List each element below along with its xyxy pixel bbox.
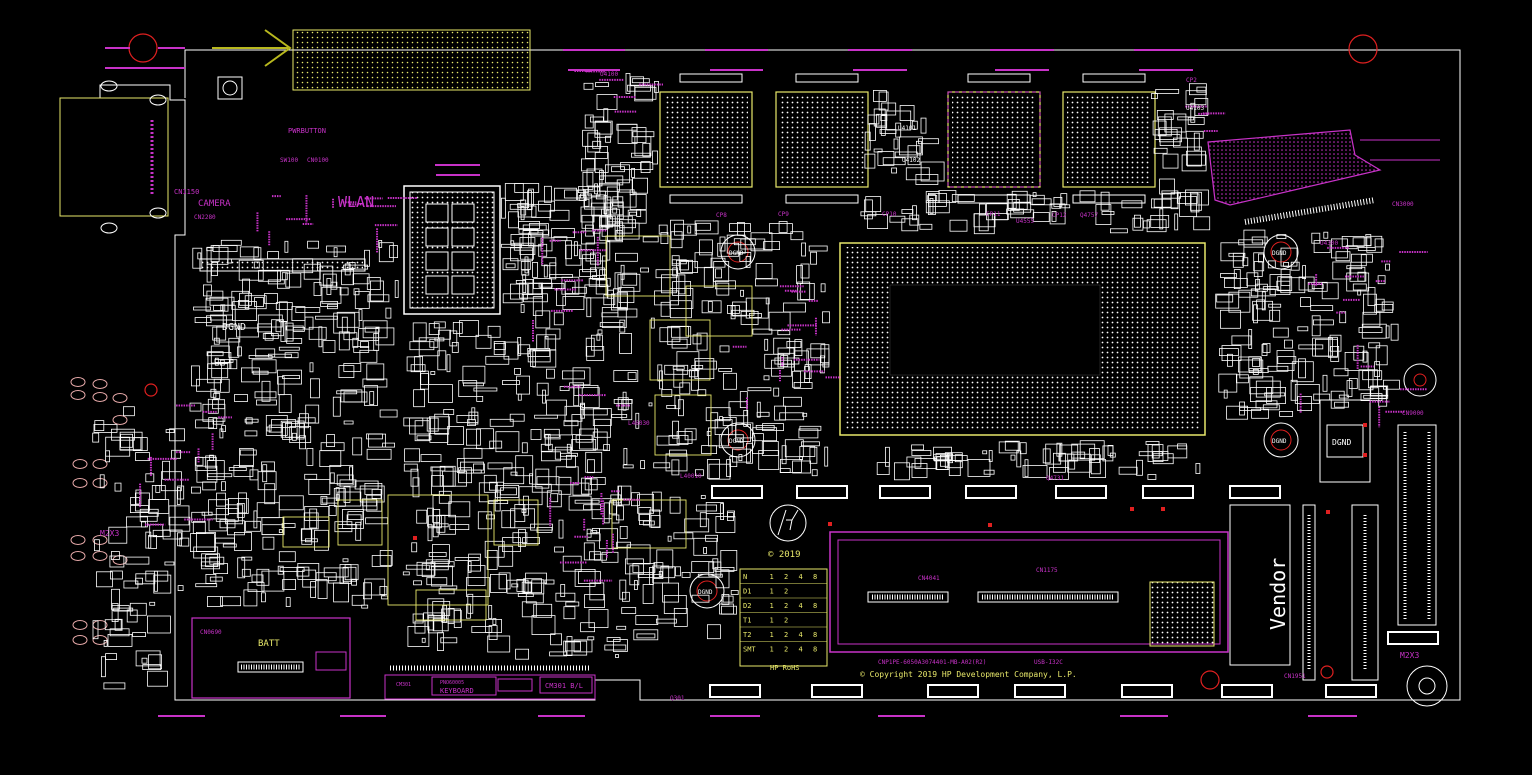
svg-text:DGND: DGND	[1272, 438, 1287, 445]
grid-cell: 1	[770, 646, 774, 654]
grid-cell: T1	[743, 617, 751, 625]
grid-cell: 2	[784, 617, 788, 625]
copyright-year: © 2019	[768, 550, 801, 560]
l46030-label: L46030	[628, 420, 650, 427]
left-connector	[59, 97, 169, 217]
grid-cell: 8	[813, 631, 817, 639]
grid-cell: 2	[784, 573, 788, 581]
u4555-label: U4555	[1016, 218, 1034, 225]
grid-cell: 2	[784, 631, 788, 639]
grid-cell: 4	[799, 646, 803, 654]
bottom-pad-bars	[158, 485, 1439, 717]
board-outline	[60, 49, 1461, 701]
grid-cell: 8	[813, 602, 817, 610]
u4101-label: U4101	[898, 125, 916, 132]
top-pad-bars	[435, 49, 1198, 176]
q4731-label: Q4731	[1046, 475, 1064, 482]
pwrbutton-label: PWRBUTTON	[288, 127, 326, 135]
cm301-bl-label: CM301 B/L	[545, 682, 583, 690]
usb-label: USB-I32C	[1034, 659, 1063, 666]
camera-label: CAMERA	[198, 199, 231, 209]
keyboard-connector	[384, 665, 596, 700]
cp12-label: CP12	[1052, 212, 1067, 219]
hp-logo-icon	[769, 504, 807, 542]
dgnd-label-main: DGND	[222, 322, 246, 333]
cn0690-label: CN0690	[200, 629, 222, 636]
dgnd-label-right: DGND	[1332, 438, 1351, 447]
memory-chips	[659, 73, 1156, 204]
cp8-label: CP8	[716, 212, 727, 219]
grid-cell: 1	[770, 573, 774, 581]
cn9000-label: CN9000	[1402, 410, 1424, 417]
sw100-label: SW100	[280, 157, 298, 164]
keyboard-label: KEYBOARD	[440, 687, 474, 695]
grid-cell: 2	[784, 588, 788, 596]
right-diag-connector	[1207, 129, 1440, 225]
board-id-label: CNP1PE-6050A3074401-MB-A02(R2)	[878, 659, 986, 666]
cn2280-label: CN2280	[194, 214, 216, 221]
right-vertical-connectors	[1229, 399, 1437, 681]
u4103-label: U4103	[1186, 105, 1204, 112]
grid-cell: 1	[770, 631, 774, 639]
hp-rohs-label: HP RoHS	[770, 664, 800, 672]
top-arrow	[212, 29, 531, 91]
grid-cell: 2	[784, 646, 788, 654]
grid-cell: T2	[743, 631, 751, 639]
cn3000-label: CN3000	[1392, 201, 1414, 208]
u4102-label: U4102	[902, 157, 920, 164]
q301-label: Q301	[670, 695, 685, 702]
grid-cell: 8	[813, 573, 817, 581]
cn1951-label: CN1951	[1284, 673, 1306, 680]
cp2-label: CP2	[1186, 77, 1197, 84]
mounting-holes	[128, 33, 1378, 690]
grid-cell: 4	[799, 631, 803, 639]
u4300-label: U4300	[1320, 240, 1338, 247]
grid-cell: D1	[743, 588, 751, 596]
wlan-bga-chip	[403, 185, 501, 315]
grid-cell: 4	[799, 573, 803, 581]
grid-cell: D2	[743, 602, 751, 610]
cp11-label: CP11	[986, 211, 1001, 218]
cpu-bga	[839, 242, 1206, 436]
svg-text:DGND: DGND	[698, 589, 713, 596]
grid-cell: 1	[770, 602, 774, 610]
l40010-label: L40010	[680, 473, 702, 480]
grid-cell: 1	[770, 588, 774, 596]
cn1175-label: CN1175	[1036, 567, 1058, 574]
svg-text:DGND: DGND	[1272, 250, 1287, 257]
battery-connector	[191, 617, 351, 699]
pno60005-label: PNO60005	[440, 680, 464, 686]
u4100-label: U4100	[600, 71, 618, 78]
grid-cell: 8	[813, 646, 817, 654]
grid-cell: 2	[784, 602, 788, 610]
cp9-label: CP9	[778, 211, 789, 218]
component-field	[92, 73, 1400, 690]
copyright-line: © Copyright 2019 HP Development Company,…	[860, 670, 1077, 679]
q4757-label: Q4757	[1080, 212, 1098, 219]
label-pad-area	[292, 29, 531, 91]
cn4041-label: CN4041	[918, 575, 940, 582]
vendor-label: Vendor	[1266, 558, 1290, 630]
bottom-right-hole	[1403, 363, 1448, 707]
left-edge-pads	[70, 377, 128, 645]
cp10-label: CP10	[882, 211, 897, 218]
cm301-label: CM301	[396, 682, 411, 688]
batt-label: BATT	[258, 639, 280, 649]
bottom-connector-area	[829, 531, 1229, 653]
grid-cell: N	[743, 573, 747, 581]
grid-cell: 4	[799, 602, 803, 610]
top-left-part	[217, 76, 243, 100]
cn0100-label: CN0100	[307, 157, 329, 164]
m2x3-label-right: M2X3	[1400, 651, 1419, 660]
left-connector-pads	[100, 80, 167, 234]
hole-bars	[105, 47, 185, 69]
cn1150-label: CN1150	[174, 188, 199, 196]
silkscreen-labels	[139, 69, 1428, 582]
grid-cell: 1	[770, 617, 774, 625]
m2x3-label-left: M2X3	[100, 529, 119, 538]
grid-cell: SMT	[743, 646, 756, 654]
